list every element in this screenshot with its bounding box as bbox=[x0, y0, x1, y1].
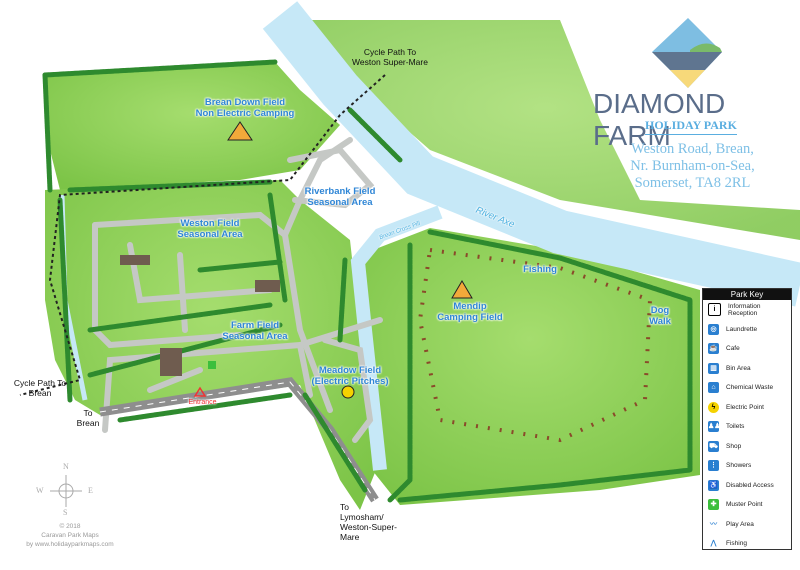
compass-rose bbox=[50, 475, 82, 507]
label-fishing: Fishing bbox=[523, 264, 557, 275]
shop-icon: ⛟ bbox=[708, 440, 719, 452]
compass-s: S bbox=[63, 508, 68, 517]
brean-down-field bbox=[45, 62, 340, 190]
park-key-item: ⌂ Chemical Waste bbox=[703, 378, 791, 398]
address-line: Nr. Burnham-on-Sea, bbox=[630, 158, 755, 174]
chemical-waste-icon: ⌂ bbox=[708, 382, 719, 394]
address-line: Somerset, TA8 2RL bbox=[634, 175, 751, 191]
cafe-icon: ☕ bbox=[708, 343, 719, 355]
mendip-field bbox=[360, 228, 700, 505]
logo-diamond bbox=[652, 18, 722, 88]
park-key-title: Park Key bbox=[703, 289, 791, 300]
park-key-label: Toilets bbox=[726, 423, 745, 431]
tent-icon bbox=[227, 121, 253, 141]
brand-name: DIAMOND FARM bbox=[593, 88, 726, 151]
park-key-item: ⋮ Showers bbox=[703, 456, 791, 476]
brand-subtitle: HOLIDAY PARK bbox=[645, 118, 737, 135]
play-area-icon: 〰 bbox=[710, 520, 717, 528]
park-key-label: Bin Area bbox=[726, 364, 751, 372]
park-key-item: ♟♟ Toilets bbox=[703, 417, 791, 437]
park-key-item: ϟ Electric Point bbox=[703, 398, 791, 418]
park-key-label: Information Reception bbox=[728, 302, 761, 317]
compass-w: W bbox=[36, 486, 44, 495]
cycle-path bbox=[19, 74, 386, 396]
showers-icon: ⋮ bbox=[708, 460, 719, 472]
park-key-item: 〰 Play Area bbox=[703, 515, 791, 535]
park-key-label: Muster Point bbox=[726, 501, 763, 509]
reception-building bbox=[160, 348, 182, 376]
park-key-item: ♿ Disabled Access bbox=[703, 476, 791, 496]
electric-point-icon: ϟ bbox=[708, 401, 719, 413]
dog-walk-trail bbox=[417, 247, 653, 443]
compass-n: N bbox=[63, 462, 69, 471]
park-key-item: ⛟ Shop bbox=[703, 437, 791, 457]
information-reception-icon: i bbox=[708, 303, 721, 317]
entrance-icon bbox=[193, 386, 207, 397]
toilets-icon: ♟♟ bbox=[708, 421, 721, 433]
park-key-label: Electric Point bbox=[726, 403, 764, 411]
laundrette-icon: ◎ bbox=[708, 323, 719, 335]
park-key-label: Play Area bbox=[726, 520, 754, 528]
park-key-item: ◎ Laundrette bbox=[703, 320, 791, 340]
park-key-label: Chemical Waste bbox=[726, 384, 774, 392]
park-key-item: ⋀ Fishing bbox=[703, 534, 791, 554]
park-key-label: Disabled Access bbox=[726, 481, 774, 489]
park-key-item: i Information Reception bbox=[703, 300, 791, 320]
park-key-label: Fishing bbox=[726, 540, 747, 548]
label-meadow-field: Meadow Field(Electric Pitches) bbox=[311, 365, 389, 387]
park-key-item: ☕ Cafe bbox=[703, 339, 791, 359]
fishing-icon: ⋀ bbox=[710, 540, 717, 548]
electric-point-icon bbox=[341, 385, 355, 399]
muster-point-icon: ✚ bbox=[708, 499, 719, 511]
park-key-label: Cafe bbox=[726, 345, 740, 353]
brean-cross-pill bbox=[350, 205, 443, 471]
label-entrance: Entrance bbox=[188, 399, 217, 406]
address: Weston Road, Brean, Nr. Burnham-on-Sea, … bbox=[610, 141, 775, 192]
park-key-item: ▥ Bin Area bbox=[703, 359, 791, 379]
park-key-label: Showers bbox=[726, 462, 752, 470]
park-key-label: Shop bbox=[726, 442, 742, 450]
building bbox=[255, 280, 280, 292]
compass-e: E bbox=[88, 486, 93, 495]
park-key-label: Laundrette bbox=[726, 325, 758, 333]
north-bank bbox=[290, 20, 800, 240]
river-axe bbox=[262, 1, 800, 307]
tent-icon bbox=[451, 280, 473, 299]
hedges bbox=[42, 59, 693, 503]
disabled-access-icon: ♿ bbox=[708, 479, 719, 491]
bin-area-icon: ▥ bbox=[708, 362, 719, 374]
building bbox=[120, 255, 150, 265]
address-line: Weston Road, Brean, bbox=[631, 141, 754, 157]
muster-point-icon bbox=[208, 361, 216, 369]
park-key: Park Key i Information Reception ◎ Laundret… bbox=[702, 288, 792, 550]
road-markings bbox=[99, 381, 376, 501]
park-key-item: ✚ Muster Point bbox=[703, 495, 791, 515]
